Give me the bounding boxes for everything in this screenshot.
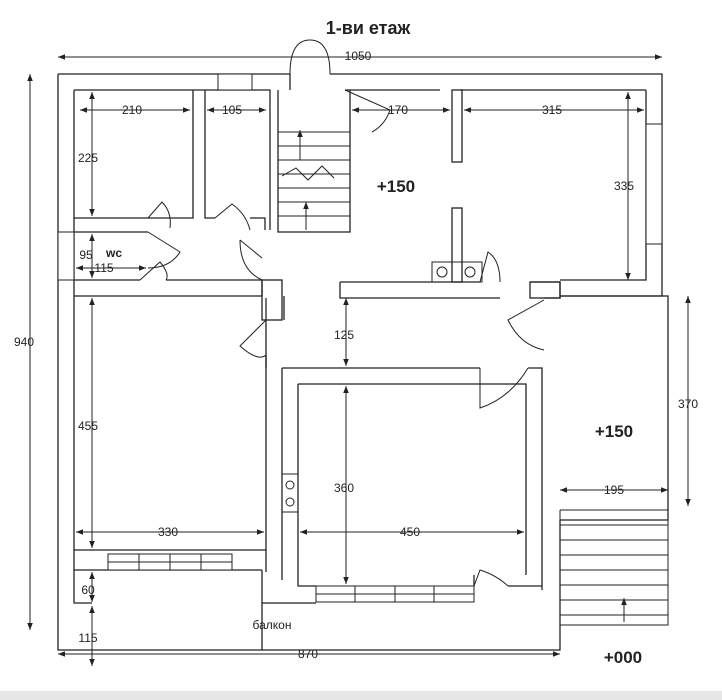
dim-terrace-width: 195 xyxy=(604,483,624,497)
windows xyxy=(57,73,663,603)
dim-room-small-width: 105 xyxy=(222,103,242,117)
dim-total-width: 1050 xyxy=(345,49,372,63)
level-upper: +150 xyxy=(377,177,415,196)
room-balcony-label: балкон xyxy=(253,618,292,632)
stairs xyxy=(278,130,669,626)
dim-stair-width: 170 xyxy=(388,103,408,117)
dim-room-bc-width: 450 xyxy=(400,525,420,539)
level-terrace: +150 xyxy=(595,422,633,441)
dim-balcony-h1: 60 xyxy=(81,583,95,597)
dim-room-bc-height: 360 xyxy=(334,481,354,495)
plan-title: 1-ви етаж xyxy=(326,18,411,38)
dim-room-tl-width: 210 xyxy=(122,103,142,117)
fixtures xyxy=(281,261,483,513)
dim-wc-width: 115 xyxy=(94,261,113,275)
dim-room-tr-width: 315 xyxy=(542,103,562,117)
dim-balcony-width: 870 xyxy=(298,647,318,661)
dim-room-bl-width: 330 xyxy=(158,525,178,539)
level-labels: +150 +150 +000 wc балкон xyxy=(105,177,642,667)
dim-room-tl-height: 225 xyxy=(78,151,98,165)
dimension-lines xyxy=(27,54,691,666)
dim-room-bl-height: 455 xyxy=(78,419,98,433)
doors xyxy=(139,39,545,587)
dim-wc-height: 95 xyxy=(79,248,93,262)
room-wc-label: wc xyxy=(105,246,122,260)
dim-terrace-height: 370 xyxy=(678,397,698,411)
dim-balcony-h2: 115 xyxy=(78,631,97,645)
bottom-bar xyxy=(0,691,722,700)
dim-total-height: 940 xyxy=(14,335,34,349)
dimension-labels: 1050 940 210 225 105 170 315 335 95 115 … xyxy=(14,49,698,661)
level-ground: +000 xyxy=(604,648,642,667)
dim-corridor-height: 125 xyxy=(334,328,354,342)
dim-room-tr-height: 335 xyxy=(614,179,634,193)
